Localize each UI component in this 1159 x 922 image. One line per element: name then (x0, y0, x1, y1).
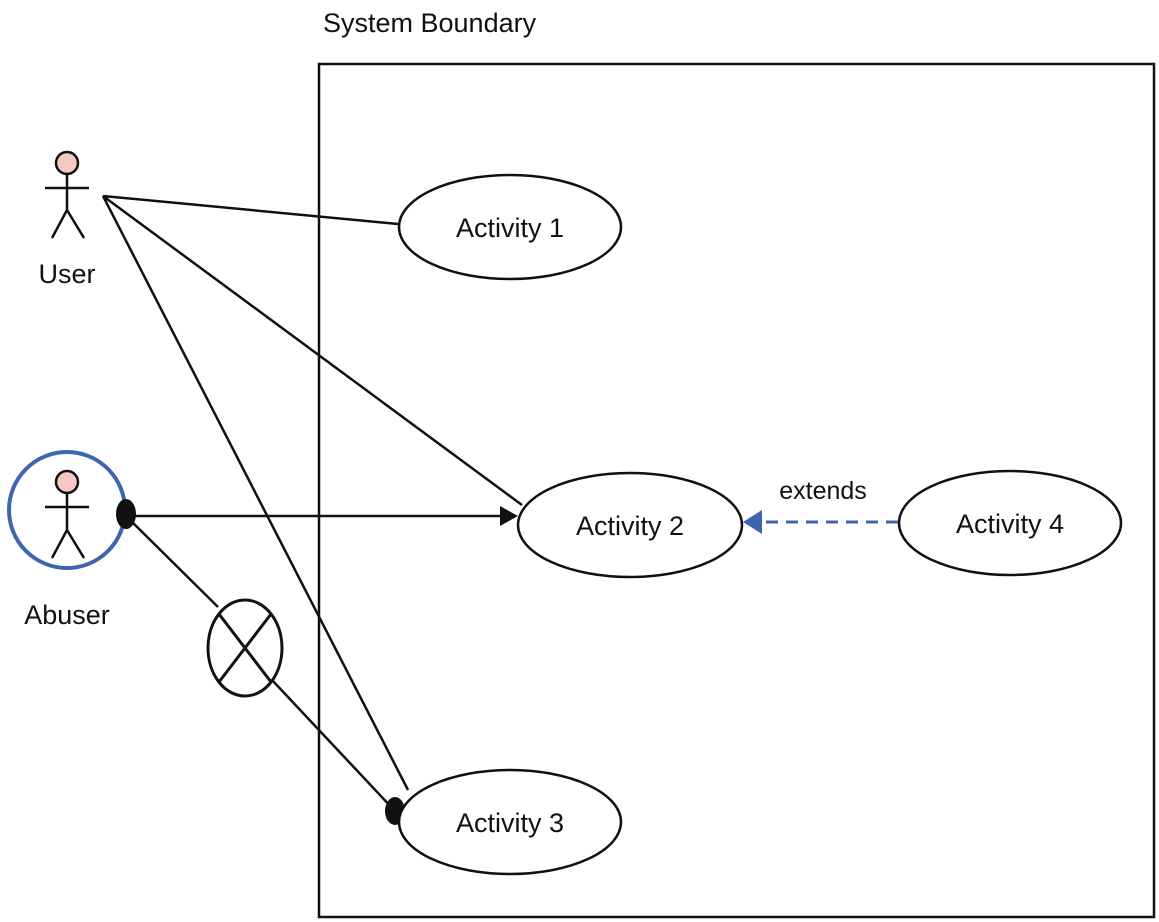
user-activity2-association (102, 194, 523, 507)
use-case-activity3: Activity 3 (397, 768, 623, 876)
extends-label: extends (779, 477, 867, 505)
use-case-activity1: Activity 1 (397, 173, 623, 281)
user-activity3-association (101, 195, 410, 791)
system-boundary-label: System Boundary (323, 8, 537, 38)
abuser-activity3-association-a (125, 515, 219, 608)
abuser-activity3-association-b (271, 679, 395, 811)
blocked-x-icon (206, 598, 284, 698)
extends-arrowhead (743, 510, 762, 534)
activity2-label: Activity 2 (576, 511, 684, 541)
user-actor-label: User (38, 259, 95, 289)
activity3-label: Activity 3 (456, 808, 564, 838)
activity4-label: Activity 4 (956, 509, 1064, 539)
arrowhead-activity2 (500, 506, 518, 526)
abuser-actor-icon (45, 469, 89, 559)
use-case-activity2: Activity 2 (516, 471, 744, 579)
abuser-port-dot (116, 499, 136, 529)
abuser-actor-label: Abuser (24, 600, 110, 630)
use-case-activity4: Activity 4 (897, 469, 1123, 577)
activity1-label: Activity 1 (456, 213, 564, 243)
user-activity1-association (102, 194, 399, 226)
system-boundary-box (317, 62, 1156, 919)
user-actor-icon (45, 150, 89, 239)
